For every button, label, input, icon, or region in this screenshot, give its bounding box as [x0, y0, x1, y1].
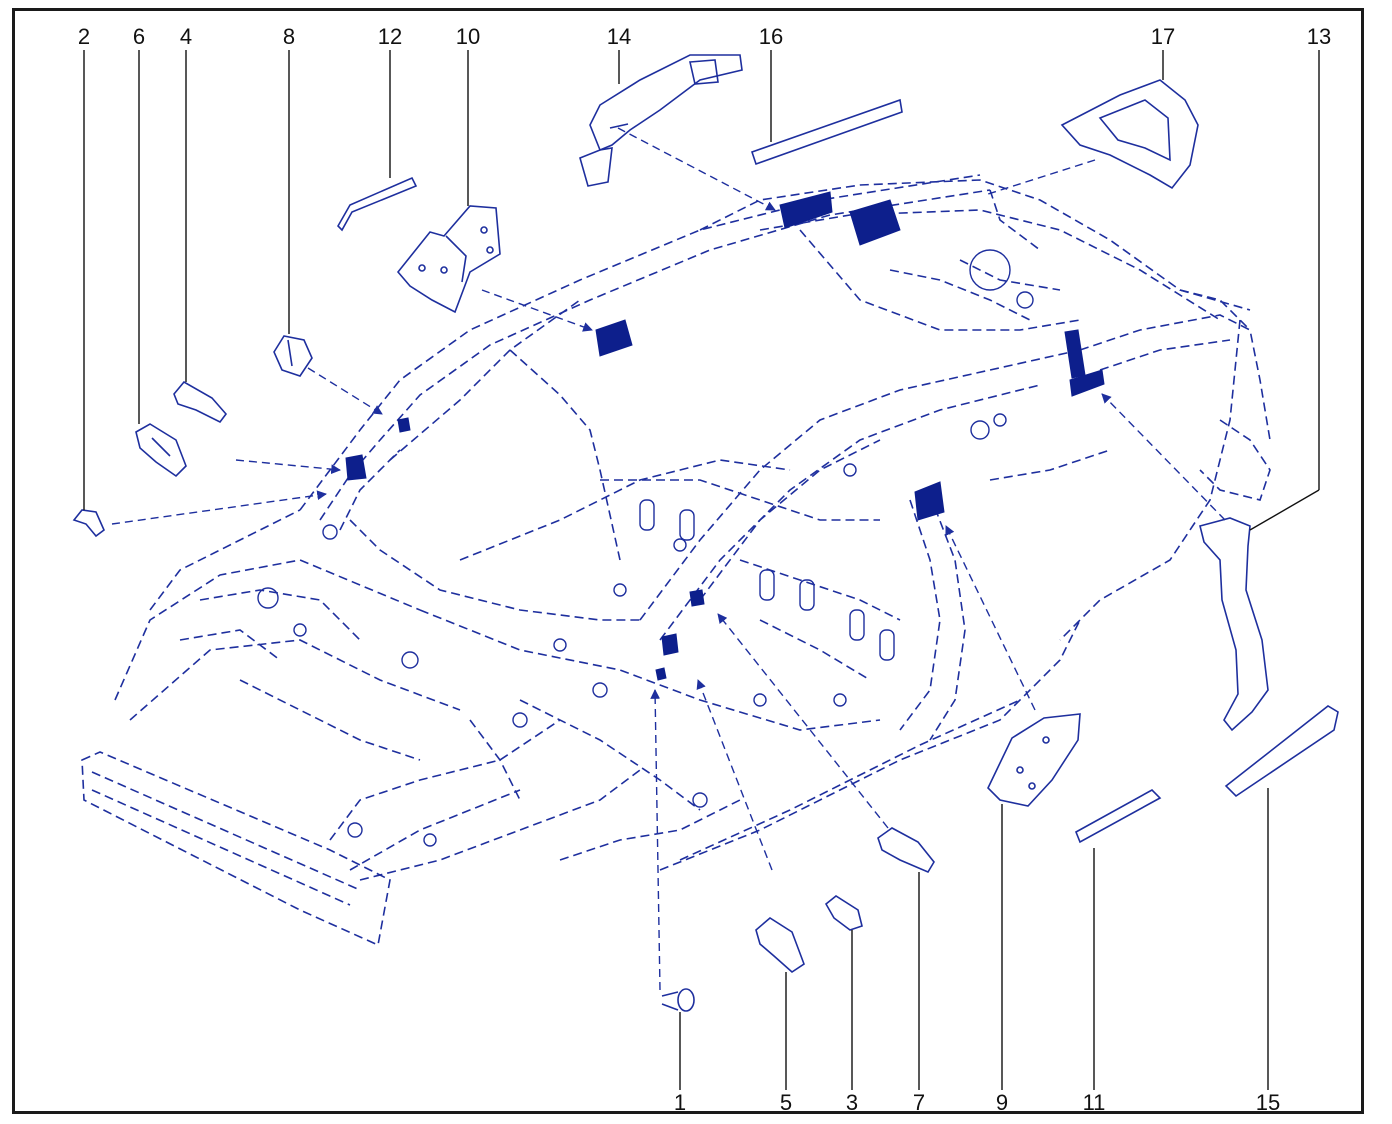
part-8-clip[interactable]	[273, 335, 313, 377]
part-12-strip[interactable]	[337, 176, 418, 232]
installed-reinforcements	[345, 191, 1105, 681]
callout-12: 12	[378, 24, 402, 49]
callout-7: 7	[913, 1090, 925, 1115]
callout-leaders	[83, 50, 1320, 1090]
part-16-sill-strip[interactable]	[750, 98, 903, 166]
callout-11: 11	[1083, 1090, 1106, 1115]
callout-10: 10	[456, 24, 480, 49]
callout-3: 3	[846, 1090, 858, 1115]
part-10-plate[interactable]	[396, 205, 501, 314]
part-6-bracket[interactable]	[135, 423, 187, 478]
callout-14: 14	[607, 24, 631, 49]
body-holes	[257, 249, 1034, 847]
callout-16: 16	[759, 24, 783, 49]
part-11-strip[interactable]	[1074, 789, 1162, 844]
part-7-bracket[interactable]	[877, 827, 935, 874]
part-15-strip[interactable]	[1224, 705, 1339, 798]
callout-15: 15	[1256, 1090, 1280, 1115]
part-2-clip[interactable]	[72, 509, 105, 538]
callout-4: 4	[180, 24, 192, 49]
part-4-bracket[interactable]	[173, 380, 228, 424]
part-5-bracket[interactable]	[755, 917, 805, 974]
car-body-shell	[81, 174, 1271, 947]
callout-9: 9	[996, 1090, 1008, 1115]
part-9-plate[interactable]	[987, 713, 1081, 807]
callout-5: 5	[780, 1090, 792, 1115]
callout-2: 2	[78, 24, 90, 49]
part-3-clip[interactable]	[824, 895, 863, 931]
callout-1: 1	[674, 1090, 686, 1115]
diagram-frame	[12, 8, 1364, 1114]
part-13-pillar-trim[interactable]	[1199, 517, 1269, 732]
assembly-arrows	[111, 127, 1226, 991]
callout-13: 13	[1307, 24, 1331, 49]
part-17-rear-bracket[interactable]	[1060, 79, 1199, 190]
callout-8: 8	[283, 24, 295, 49]
part-1-grommet[interactable]	[661, 988, 695, 1012]
callout-6: 6	[133, 24, 145, 49]
callout-labels: 2 6 4 8 12 10 14 16 17 13 1 5 3 7 9 11 1…	[78, 24, 1331, 1115]
part-14-pillar-bracket[interactable]	[579, 54, 743, 187]
callout-17: 17	[1151, 24, 1175, 49]
